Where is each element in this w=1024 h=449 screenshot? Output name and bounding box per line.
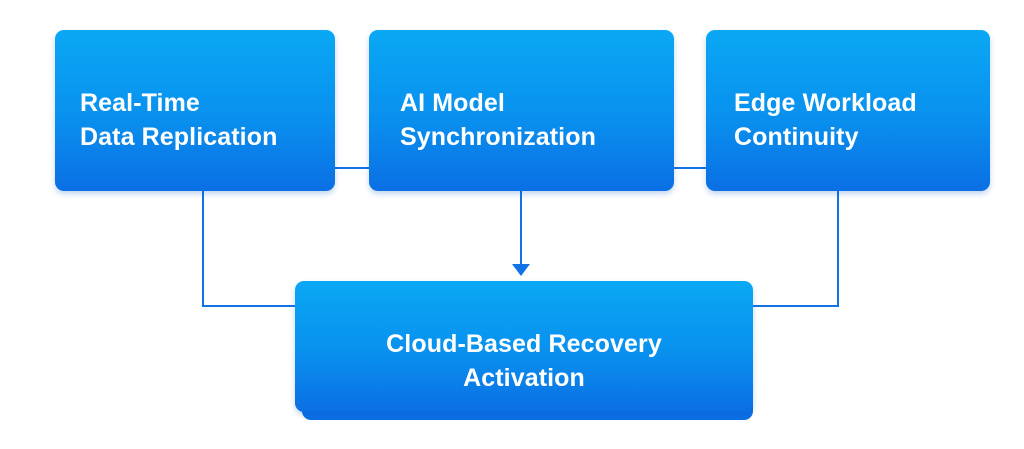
target-box-label: Cloud-Based Recovery Activation [386,330,662,392]
source-box-label: Edge Workload Continuity [734,89,917,151]
source-box-ai-model-synchronization: AI Model Synchronization [369,30,674,191]
arrowhead-down-icon [512,264,530,276]
source-box-label: AI Model Synchronization [400,89,596,151]
connector-right [752,191,839,307]
source-box-label: Real-Time Data Replication [80,89,278,151]
source-box-real-time-data-replication: Real-Time Data Replication [55,30,335,191]
source-box-edge-workload-continuity: Edge Workload Continuity [706,30,990,191]
target-box-cloud-based-recovery-activation: Cloud-Based Recovery Activation [295,281,753,412]
connector-left [202,191,296,307]
